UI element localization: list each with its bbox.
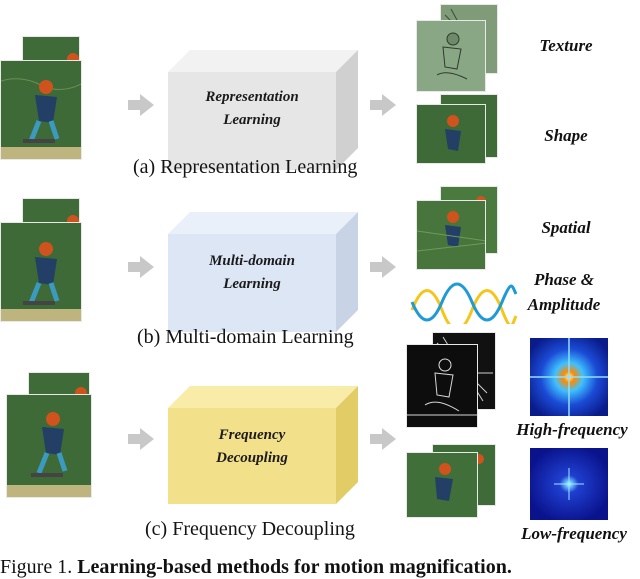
shape-frame-front bbox=[416, 104, 486, 164]
low-frequency-spectrum-icon bbox=[530, 448, 608, 520]
caption-a: (a) Representation Learning bbox=[133, 156, 358, 178]
output-arrow-b bbox=[370, 256, 396, 278]
box-label-a: Representation Learning bbox=[205, 89, 299, 129]
multi-domain-learning-box bbox=[168, 212, 358, 332]
output-label-texture: Texture bbox=[539, 36, 593, 55]
frequency-decoupling-box bbox=[168, 386, 358, 504]
box-label-b: Multi-domain Learning bbox=[209, 253, 295, 293]
high-frequency-frame-front bbox=[406, 344, 478, 428]
low-frequency-frame-front bbox=[406, 452, 478, 518]
figure-caption: Figure 1. Learning-based methods for mot… bbox=[0, 556, 512, 579]
output-label-shape: Shape bbox=[544, 126, 588, 145]
output-label-phase-amplitude: Phase & Amplitude bbox=[527, 270, 601, 314]
output-label-high-frequency: High-frequency bbox=[516, 420, 628, 439]
phase-amplitude-wave-icon bbox=[410, 282, 518, 324]
output-label-low-frequency: Low-frequency bbox=[521, 524, 627, 543]
figure-caption-prefix: Figure 1. bbox=[0, 556, 73, 578]
video-frame-front bbox=[0, 222, 82, 322]
caption-c: (c) Frequency Decoupling bbox=[145, 518, 355, 540]
figure-caption-bold: Learning-based methods for motion magnif… bbox=[77, 556, 512, 578]
video-frame-front bbox=[0, 60, 82, 160]
high-frequency-spectrum-icon bbox=[530, 338, 608, 416]
output-label-spatial: Spatial bbox=[541, 218, 591, 237]
output-arrow-a bbox=[370, 94, 396, 116]
output-arrow-c bbox=[370, 428, 396, 450]
box-label-c: Frequency Decoupling bbox=[216, 427, 288, 467]
input-arrow-c bbox=[128, 428, 154, 450]
video-frame-front bbox=[6, 394, 92, 498]
input-arrow-b bbox=[128, 256, 154, 278]
caption-b: (b) Multi-domain Learning bbox=[137, 326, 354, 348]
texture-frame-front bbox=[416, 20, 486, 92]
spatial-frame-front bbox=[416, 200, 486, 270]
input-arrow-a bbox=[128, 94, 154, 116]
representation-learning-box bbox=[168, 50, 358, 170]
